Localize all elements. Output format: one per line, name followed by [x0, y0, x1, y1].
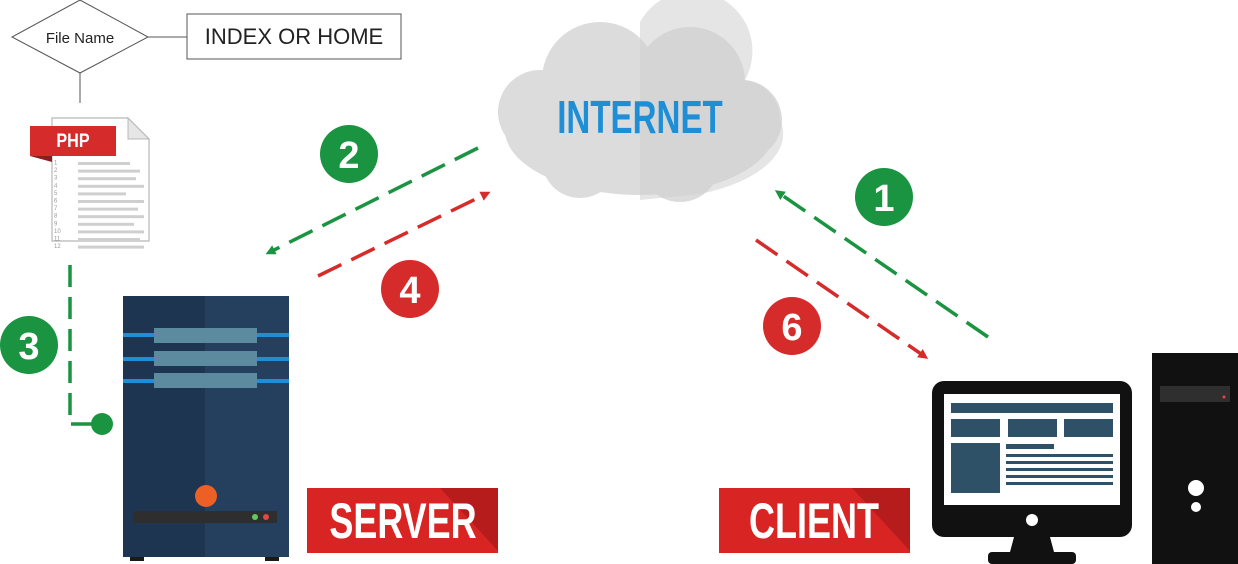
php-code-line: [78, 200, 144, 203]
internet-cloud-icon: [498, 0, 784, 202]
step-4-arrow: [317, 191, 491, 278]
php-line-number: 3: [54, 176, 58, 182]
php-code-line: [78, 222, 134, 226]
php-code-line: [78, 207, 138, 211]
step-2-number: 2: [338, 135, 359, 177]
step-6-arrow: [755, 238, 929, 359]
step-1-arrow: [774, 190, 989, 339]
php-code-line: [78, 192, 126, 196]
php-line-number: 6: [54, 199, 58, 205]
step-2-arrow: [265, 146, 479, 255]
step-6-badge: 6: [763, 297, 821, 355]
step-1-badge: 1: [855, 168, 913, 226]
php-line-number: 11: [54, 237, 61, 243]
index-or-home-label: INDEX OR HOME: [205, 24, 383, 49]
client-tower-icon: [1152, 353, 1238, 564]
php-code-line: [78, 162, 130, 165]
step-4-number: 4: [399, 270, 420, 312]
internet-label: INTERNET: [557, 93, 723, 143]
client-label-banner: CLIENT: [719, 488, 910, 553]
step-1-number: 1: [873, 178, 894, 220]
php-code-line: [78, 215, 144, 219]
php-line-number: 8: [54, 214, 58, 220]
php-badge-label: PHP: [56, 130, 89, 152]
php-code-line: [78, 184, 144, 188]
php-code-line: [78, 238, 140, 241]
client-label: CLIENT: [749, 494, 879, 549]
php-line-number: 7: [54, 206, 58, 212]
file-name-label: File Name: [46, 30, 114, 47]
step-6-number: 6: [781, 307, 802, 349]
server-label-banner: SERVER: [307, 488, 498, 553]
step-2-badge: 2: [320, 125, 378, 183]
step-3-badge: 3: [0, 316, 58, 374]
step-3-endpoint-dot: [91, 413, 113, 435]
index-or-home-box: INDEX OR HOME: [186, 13, 402, 60]
php-badge: [30, 126, 116, 156]
server-label: SERVER: [329, 494, 476, 549]
php-code-line: [78, 177, 136, 181]
client-monitor-icon: [932, 381, 1132, 564]
file-name-decision: File Name: [10, 0, 150, 74]
step-4-badge: 4: [381, 260, 439, 318]
php-line-number: 10: [54, 229, 61, 235]
php-line-number: 4: [54, 183, 58, 189]
php-code-line: [78, 230, 144, 234]
php-line-number: 5: [54, 191, 58, 197]
php-line-number: 2: [54, 168, 58, 174]
step-3-number: 3: [18, 326, 39, 368]
php-code-line: [78, 245, 144, 249]
php-code-line: [78, 169, 140, 173]
php-line-number: 1: [54, 161, 58, 167]
php-line-number: 9: [54, 221, 58, 227]
php-line-number: 12: [54, 244, 61, 250]
server-tower-icon: [123, 296, 289, 561]
step-3-connector: [68, 265, 100, 426]
